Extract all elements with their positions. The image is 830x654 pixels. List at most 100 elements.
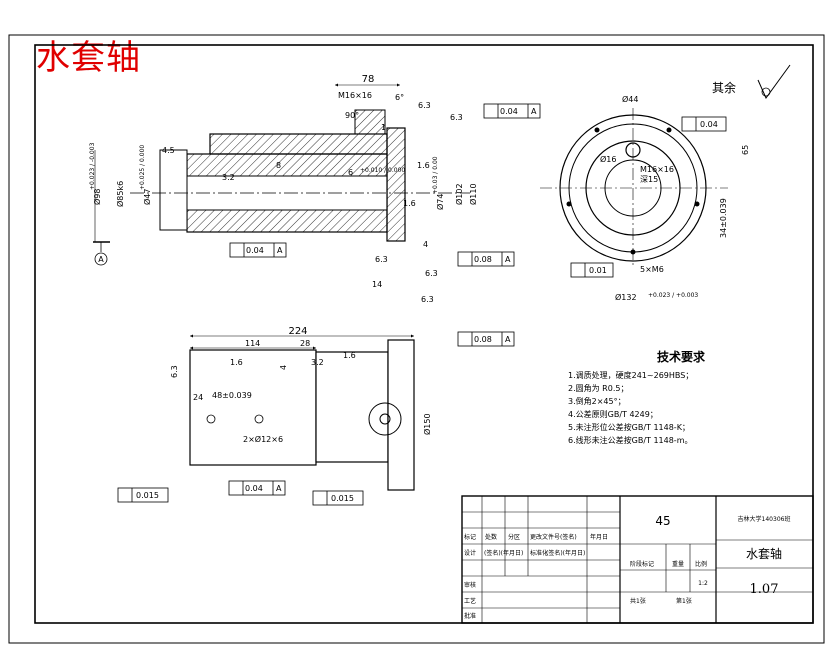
- tb-review: 审核: [464, 581, 476, 589]
- tech-item-6: 6.线形未注公差按GB/T 1148-m。: [568, 435, 692, 445]
- rough-b16b: 1.6: [343, 351, 356, 360]
- dim-8: 8: [276, 161, 281, 170]
- dim-d98-tol: +0.023 / -0.003: [89, 142, 96, 190]
- svg-text:A: A: [531, 107, 537, 116]
- fcf-position: 0.01: [570, 262, 614, 278]
- fcf-top: 0.04 A: [483, 103, 541, 119]
- dim-6deg: 6°: [395, 93, 404, 102]
- dim-d110: Ø110: [468, 183, 478, 205]
- svg-text:0.04: 0.04: [245, 484, 263, 493]
- fcf-flat: 0.08 A: [457, 251, 515, 267]
- dim-holes: 2×Ø12×6: [243, 434, 283, 444]
- section-view: A 78 M16×16 6° 90° 1 6.3 6.3 4.5 3.2 8 6…: [89, 74, 541, 304]
- svg-text:A: A: [505, 255, 511, 264]
- svg-text:0.04: 0.04: [500, 107, 518, 116]
- tech-item-3: 3.倒角2×45°；: [568, 396, 626, 406]
- tech-item-5: 5.未注形位公差按GB/T 1148-K；: [568, 422, 690, 432]
- tb-part-name: 水套轴: [746, 546, 782, 561]
- tb-weight-label: 重量: [672, 560, 684, 568]
- fcf-left: 0.04 A: [229, 242, 287, 258]
- tb-institution: 吉林大学140306班: [738, 515, 791, 523]
- svg-text:0.04: 0.04: [700, 120, 718, 129]
- end-view: Ø44 Ø16 M16×16 深15 65 34±0.039 5×M6 Ø132…: [540, 94, 750, 302]
- fcf-b: 0.04 A: [228, 480, 286, 496]
- dim-4: 4: [423, 240, 428, 249]
- tb-h-date: 年月日: [590, 533, 608, 541]
- tb-sheet-no: 第1张: [676, 597, 692, 605]
- svg-text:0.04: 0.04: [246, 246, 264, 255]
- dim-14: 14: [372, 280, 382, 289]
- tb-design-sign: (签名)(年月日): [484, 549, 523, 557]
- dim-34: 34±0.039: [719, 198, 728, 238]
- upper-hatch: [209, 133, 388, 155]
- dim-6: 6: [348, 168, 353, 177]
- svg-text:0.08: 0.08: [474, 255, 492, 264]
- svg-text:0.01: 0.01: [589, 266, 607, 275]
- rough-63c: 6.3: [375, 255, 388, 264]
- dim-114: 114: [245, 339, 260, 348]
- tb-material: 45: [655, 514, 670, 528]
- dim-78: 78: [362, 74, 375, 85]
- dim-d44: Ø44: [622, 94, 638, 104]
- rough-63a: 6.3: [418, 101, 431, 110]
- tb-scale: 1:2: [698, 580, 708, 587]
- tech-item-1: 1.调质处理，硬度241~269HBS；: [568, 370, 693, 380]
- dim-d150: Ø150: [422, 413, 432, 435]
- datum-a-label: A: [98, 255, 104, 264]
- tech-heading: 技术要求: [657, 349, 706, 364]
- tb-weight: 1.07: [750, 582, 779, 597]
- dim-1: 1: [381, 123, 386, 132]
- svg-text:A: A: [505, 335, 511, 344]
- dim-d132: Ø132: [615, 292, 637, 302]
- fcf-parallel: 0.04: [681, 116, 727, 132]
- rough-63e: 6.3: [421, 295, 434, 304]
- dim-b4: 4: [279, 365, 288, 370]
- tb-scale-label: 比例: [695, 560, 707, 568]
- fcf-c: 0.015: [312, 490, 364, 506]
- dim-d85: Ø85k6: [115, 181, 125, 207]
- dim-d16: Ø16: [600, 154, 616, 164]
- rough-16a: 1.6: [417, 161, 430, 170]
- dim-d132-tol: +0.023 / +0.003: [648, 292, 698, 299]
- datum-a-bubble: [94, 252, 108, 266]
- dim-90deg: 90°: [345, 111, 359, 120]
- dim-65: 65: [741, 145, 750, 155]
- rough-b32: 3.2: [311, 358, 324, 367]
- dim-d74: Ø74: [435, 194, 445, 210]
- dim-6-tol: +0.010 / 0.000: [360, 167, 405, 174]
- svg-text:0.015: 0.015: [136, 491, 159, 500]
- tb-h-zone: 分区: [508, 533, 520, 541]
- fcf-a: 0.015: [117, 487, 169, 503]
- svg-text:A: A: [277, 246, 283, 255]
- rough-b16a: 1.6: [230, 358, 243, 367]
- tb-sheets-total: 共1张: [630, 597, 646, 605]
- dim-m16-end: M16×16: [640, 165, 674, 174]
- side-view: 224 114 28 1.6 3.2 1.6 4 6.3 24 48±0.039…: [117, 326, 515, 506]
- dim-45: 4.5: [162, 146, 175, 155]
- dim-24: 24: [193, 393, 203, 402]
- tb-approve: 批准: [464, 612, 476, 620]
- rough-63b: 6.3: [450, 113, 463, 122]
- tb-design: 设计: [464, 549, 476, 557]
- dim-d74-tol: +0.03 / 0.00: [432, 156, 439, 194]
- tb-std: 标准化: [530, 549, 548, 557]
- dim-224: 224: [288, 326, 307, 337]
- dim-depth15: 深15: [640, 175, 658, 184]
- rough-b63: 6.3: [170, 365, 179, 378]
- rough-63d: 6.3: [425, 269, 438, 278]
- tech-item-4: 4.公差原则GB/T 4249；: [568, 409, 658, 419]
- roughness-symbol: [757, 64, 791, 99]
- drawing-title: 水套轴: [36, 38, 141, 78]
- tb-h-file: 更改文件号(签名): [530, 533, 577, 541]
- tb-h-count: 处数: [485, 533, 497, 541]
- dim-28: 28: [300, 339, 310, 348]
- fcf-flat-b: 0.08 A: [457, 331, 515, 347]
- tech-requirements: 技术要求 1.调质处理，硬度241~269HBS； 2.圆角为 R0.5； 3.…: [568, 349, 706, 445]
- flange-hatch: [386, 127, 406, 242]
- tech-item-2: 2.圆角为 R0.5；: [568, 383, 628, 393]
- dim-5m6: 5×M6: [640, 265, 664, 274]
- svg-text:0.08: 0.08: [474, 335, 492, 344]
- dim-m16: M16×16: [338, 91, 372, 100]
- title-block: [461, 495, 814, 624]
